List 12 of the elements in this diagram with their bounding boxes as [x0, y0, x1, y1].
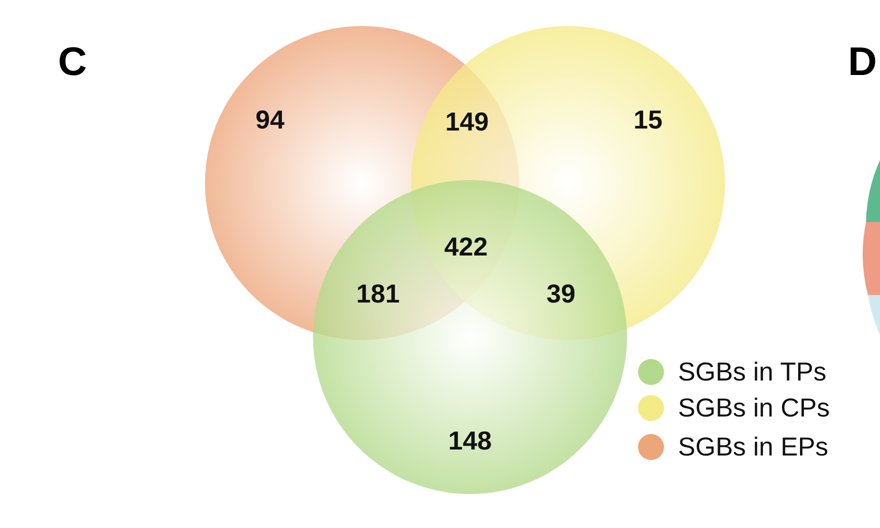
region-count: 149	[445, 106, 489, 138]
region-count: 181	[356, 278, 400, 310]
legend-label: SGBs in CPs	[678, 392, 830, 424]
region-count: 39	[546, 278, 576, 310]
panel-letter: D	[848, 40, 877, 85]
panel-letter: C	[58, 40, 87, 85]
region-count: 94	[256, 104, 284, 136]
region-count: 15	[634, 104, 662, 136]
region-count: 148	[448, 426, 492, 456]
region-count: 422	[444, 232, 488, 262]
legend-label: SGBs in EPs	[678, 432, 828, 462]
legend-label: SGBs in TPs	[678, 356, 826, 388]
